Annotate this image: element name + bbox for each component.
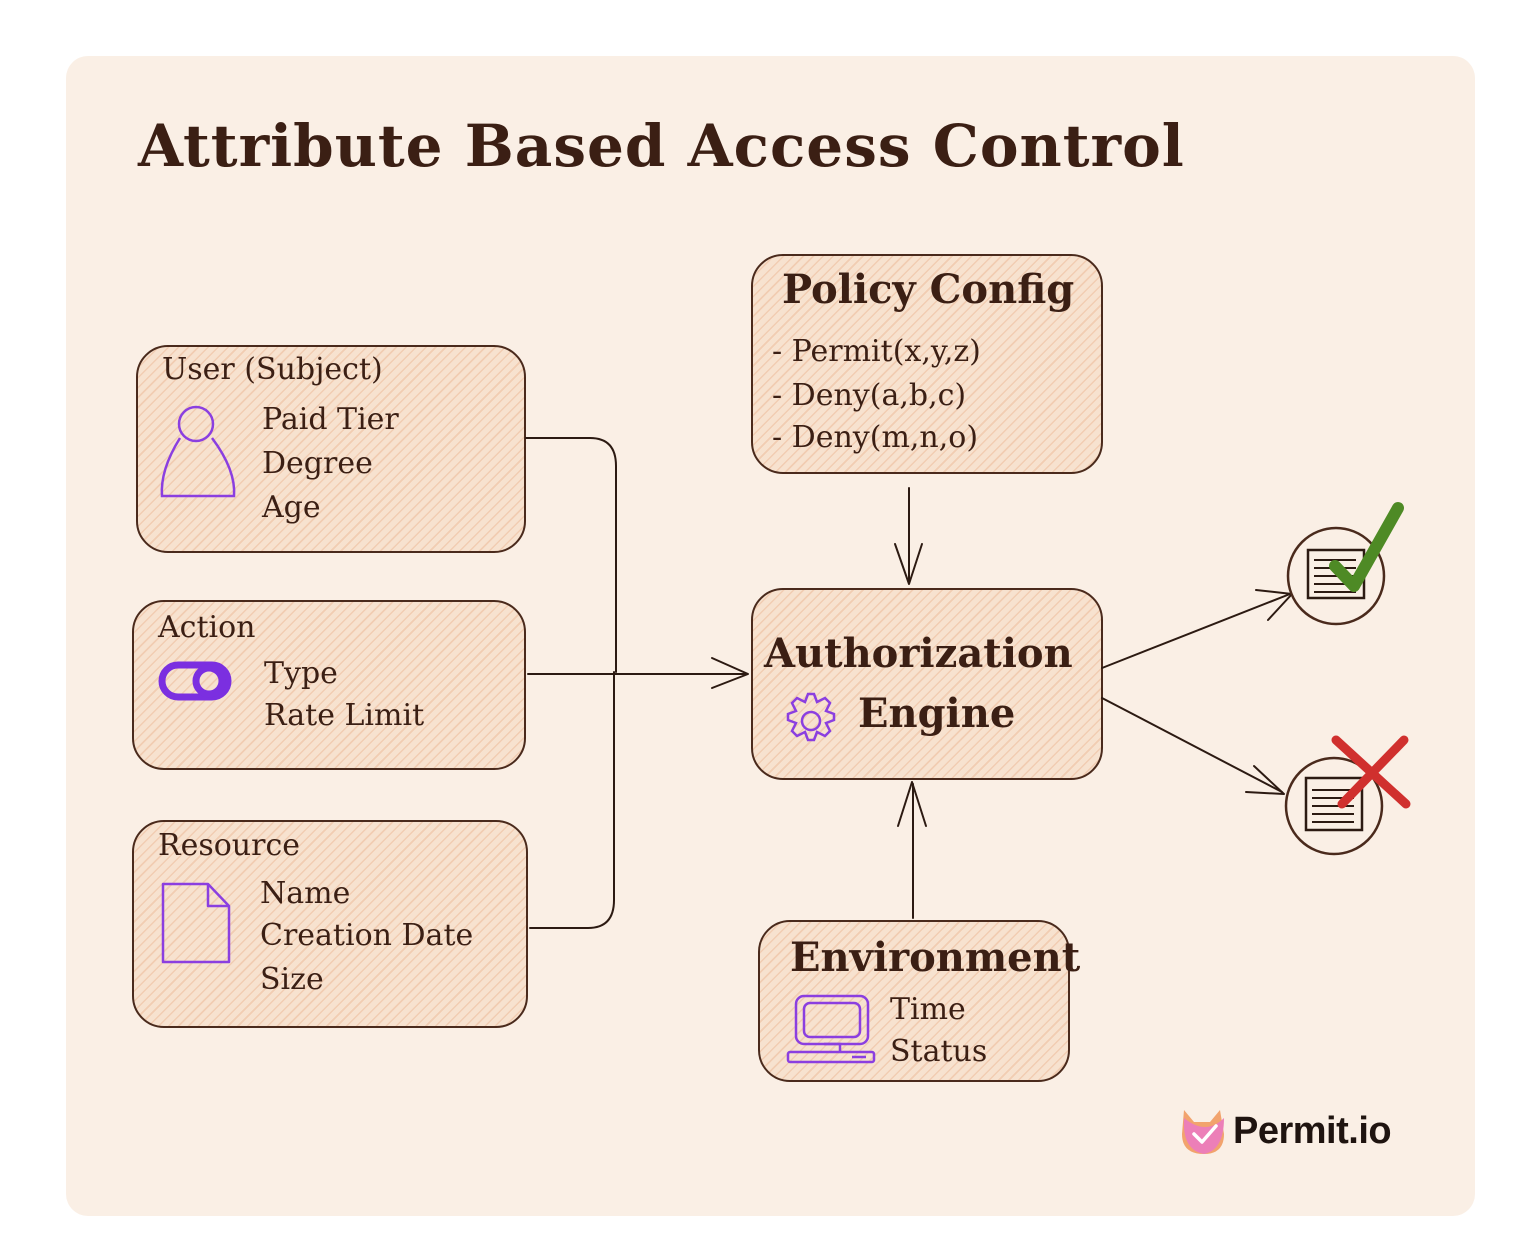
document-icon <box>161 882 231 964</box>
policy-rule-deny-mno: - Deny(m,n,o) <box>772 420 979 455</box>
user-icon <box>160 405 236 498</box>
action-attr-rate-limit: Rate Limit <box>264 698 425 733</box>
cross-icon <box>1331 735 1411 809</box>
policy-box <box>751 254 1103 474</box>
user-box <box>136 345 526 553</box>
user-attr-degree: Degree <box>262 446 373 481</box>
policy-rule-deny-abc: - Deny(a,b,c) <box>772 378 967 413</box>
user-connector <box>525 437 617 673</box>
resource-box <box>132 820 528 1028</box>
toggle-icon <box>158 661 232 701</box>
user-heading: User (Subject) <box>162 352 383 387</box>
user-attr-age: Age <box>262 490 321 525</box>
environment-heading: Environment <box>790 934 1081 981</box>
user-attr-paid-tier: Paid Tier <box>262 402 399 437</box>
engine-subtitle: Engine <box>858 690 1016 737</box>
deny-outcome <box>1284 735 1411 856</box>
engine-box <box>751 588 1103 780</box>
environment-attr-time: Time <box>890 992 966 1027</box>
deny-connector <box>1101 697 1283 793</box>
permit-logo-icon <box>1182 1110 1224 1154</box>
computer-icon <box>786 994 876 1064</box>
allow-outcome <box>1286 502 1404 626</box>
environment-arrowhead <box>897 781 927 827</box>
policy-rule-permit: - Permit(x,y,z) <box>772 334 981 369</box>
allow-connector <box>1101 593 1291 669</box>
policy-heading: Policy Config <box>782 266 1075 313</box>
policy-arrowhead <box>894 543 923 585</box>
resource-attr-size: Size <box>260 962 324 997</box>
action-arrowhead <box>711 657 749 689</box>
resource-heading: Resource <box>158 828 301 863</box>
resource-attr-creation-date: Creation Date <box>260 918 474 953</box>
diagram-title: Attribute Based Access Control <box>138 112 1185 180</box>
resource-connector <box>529 671 615 929</box>
environment-attr-status: Status <box>890 1034 988 1069</box>
deny-arrowhead <box>1245 765 1285 795</box>
gear-icon <box>786 692 836 742</box>
engine-title: Authorization <box>764 630 1073 677</box>
check-icon <box>1329 502 1404 592</box>
environment-box <box>758 920 1070 1082</box>
action-attr-type: Type <box>264 656 338 691</box>
resource-attr-name: Name <box>260 876 351 911</box>
action-heading: Action <box>158 610 256 645</box>
brand-name: Permit.io <box>1233 1110 1392 1152</box>
document-icon <box>1304 776 1364 832</box>
